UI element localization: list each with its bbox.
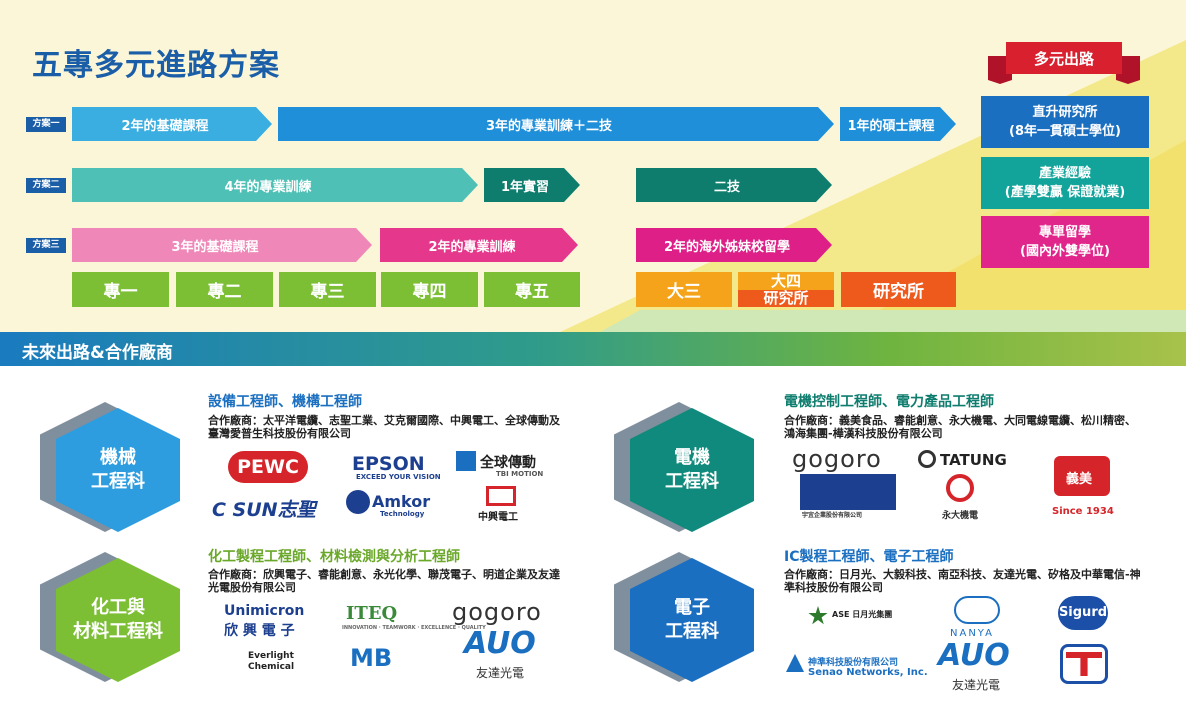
dept-3-name-2: 材料工程科 — [73, 621, 163, 642]
logo-imei-since: Since 1934 — [1052, 506, 1114, 517]
imei-crest-icon — [1054, 456, 1110, 496]
logo-auo-zh: 友達光電 — [476, 666, 525, 680]
year-1: 專一 — [72, 272, 169, 307]
plan-3-arrow-3: 2年的海外姊妹校留學 — [636, 228, 832, 262]
logo-pewc: PEWC — [228, 451, 308, 483]
logo-gogoro-2: gogoro — [452, 598, 542, 626]
year-3: 專三 — [279, 272, 376, 307]
logo-epson: EPSON — [352, 453, 425, 475]
logo-mb: MB — [350, 644, 393, 672]
logo-iteq: ITEQ — [346, 603, 398, 624]
outlet-1-sub: (8年一貫碩士學位) — [1009, 124, 1121, 139]
ase-star-icon — [808, 606, 828, 625]
dept-2-partners: 合作廠商：義美食品、睿能創意、永大機電、大同電線電纜、松川精密、鴻海集團-樺漢科… — [784, 414, 1136, 440]
logo-nanya: NANYA — [950, 628, 994, 639]
dept-1-partners: 合作廠商：太平洋電纜、志聖工業、艾克爾國際、中興電工、全球傳動及臺灣愛普生科技股… — [208, 414, 560, 440]
logo-auo-zh-2: 友達光電 — [952, 678, 1001, 692]
dept-3-name: 化工與 — [91, 597, 145, 618]
yungtay-mark-icon — [946, 474, 974, 502]
plan-2-arrow-3: 二技 — [636, 168, 832, 202]
outlet-1-title: 直升研究所 — [1032, 105, 1098, 120]
year-univ-4-grad: 大四 研究所 — [738, 272, 834, 307]
plan-3-arrow-2: 2年的專業訓練 — [380, 228, 578, 262]
plan-1-arrow-3: 1年的碩士課程 — [840, 107, 956, 141]
senao-mark-icon — [786, 654, 804, 672]
logo-imei: 義美 — [1066, 472, 1093, 487]
outlet-2-title: 產業經驗 — [1038, 166, 1091, 181]
chunghsing-mark-icon — [486, 486, 516, 506]
logo-tbi: 全球傳動 — [480, 455, 536, 471]
dept-4-jobs: IC製程工程師、電子工程師 — [784, 549, 954, 565]
dept-chemical-hex: 化工與 材料工程科 — [56, 558, 180, 682]
dept-2-name-2: 工程科 — [665, 471, 719, 492]
plan-1-tag: 方案一 — [26, 117, 66, 132]
outlet-2-sub: (產學雙贏 保證就業) — [1004, 185, 1126, 200]
dept-4-name-2: 工程科 — [665, 621, 719, 642]
logo-unimicron-zh: 欣 興 電 子 — [224, 623, 295, 639]
year-5: 專五 — [484, 272, 580, 307]
logo-amkor-sub: Technology — [380, 510, 425, 518]
plan-2-tag: 方案二 — [26, 178, 66, 193]
amkor-globe-icon — [346, 490, 370, 514]
dept-1-jobs: 設備工程師、機構工程師 — [208, 394, 362, 410]
logo-tbi-sub: TBI MOTION — [496, 470, 544, 478]
dept-3-jobs: 化工製程工程師、材料檢測與分析工程師 — [208, 549, 460, 565]
tbi-mark-icon — [456, 451, 476, 471]
year-univ-4: 大四 — [770, 271, 801, 290]
logo-auo: AUO — [464, 626, 536, 661]
plan-2-arrow-2: 1年實習 — [484, 168, 580, 202]
dept-2-name: 電機 — [674, 447, 710, 468]
logo-senao-zh: 神準科技股份有限公司 — [808, 658, 899, 668]
logo-chunghsing: 中興電工 — [478, 512, 518, 523]
logo-everlight: Everlight — [248, 651, 294, 661]
section-band: 未來出路&合作廠商 — [0, 332, 1186, 366]
dept-electronics-hex: 電子 工程科 — [630, 558, 754, 682]
logo-iteq-sub: INNOVATION · TEAMWORK · EXCELLENCE · QUA… — [342, 625, 486, 631]
year-univ-3: 大三 — [636, 272, 732, 307]
logo-csun: C SUN志聖 — [212, 499, 316, 521]
section-title: 未來出路&合作廠商 — [22, 343, 173, 363]
logo-senao-en: Senao Networks, Inc. — [808, 667, 928, 678]
outlet-3-title: 專單留學 — [1038, 225, 1091, 240]
logo-epson-tagline: EXCEED YOUR VISION — [356, 473, 441, 481]
logo-everlight-sub: Chemical — [248, 662, 295, 672]
year-grad-1: 研究所 — [738, 289, 834, 307]
logo-sigurd: Sigurd — [1058, 596, 1108, 630]
dept-1-name-2: 工程科 — [91, 471, 145, 492]
dept-4-name: 電子 — [674, 597, 710, 618]
outlet-3-sub: (國內外雙學位) — [1020, 244, 1110, 259]
outlets-title: 多元出路 — [1033, 49, 1094, 68]
nanya-mark-icon — [954, 596, 1000, 624]
ribbon-banner — [988, 42, 1140, 84]
dept-4-partners: 合作廠商：日月光、大毅科技、南亞科技、友達光電、矽格及中華電信-神準科技股份有限… — [784, 568, 1141, 594]
logo-tatung: TATUNG — [940, 451, 1007, 469]
tatung-gear-icon — [918, 450, 936, 468]
plan-3-tag: 方案三 — [26, 238, 66, 253]
outlet-grad-school: 直升研究所 (8年一貫碩士學位) — [981, 96, 1149, 148]
reet-logo-icon — [800, 474, 896, 510]
pathway-panel: 五專多元進路方案 方案一 2年的基礎課程 3年的專業訓練＋二技 1年的碩士課程 … — [0, 0, 1186, 332]
year-4: 專四 — [381, 272, 478, 307]
page-title: 五專多元進路方案 — [32, 48, 280, 83]
logo-unimicron: Unimicron — [224, 603, 305, 619]
logo-yungtay: 永大機電 — [942, 511, 979, 521]
dept-2-jobs: 電機控制工程師、電力產品工程師 — [784, 394, 994, 410]
outlet-study-abroad: 專單留學 (國內外雙學位) — [981, 216, 1149, 268]
year-2: 專二 — [176, 272, 273, 307]
dept-electrical-hex: 電機 工程科 — [630, 408, 754, 532]
plan-1-arrow-1: 2年的基礎課程 — [72, 107, 272, 141]
logo-auo-2: AUO — [938, 638, 1010, 673]
logo-amkor: Amkor — [372, 492, 431, 511]
logo-gogoro: gogoro — [792, 445, 882, 473]
dept-3-partners: 合作廠商：欣興電子、睿能創意、永光化學、聯茂電子、明道企業及友達光電股份有限公司 — [208, 568, 560, 594]
dept-1-name: 機械 — [100, 447, 136, 468]
outlet-industry: 產業經驗 (產學雙贏 保證就業) — [981, 157, 1149, 209]
plan-1-arrow-2: 3年的專業訓練＋二技 — [278, 107, 834, 141]
plan-3-arrow-1: 3年的基礎課程 — [72, 228, 372, 262]
logo-ase: ASE 日月光集團 — [832, 610, 893, 619]
logo-reet-sub: 宇宜企業股份有限公司 — [802, 512, 863, 519]
plan-2-arrow-1: 4年的專業訓練 — [72, 168, 478, 202]
year-grad: 研究所 — [841, 272, 956, 307]
